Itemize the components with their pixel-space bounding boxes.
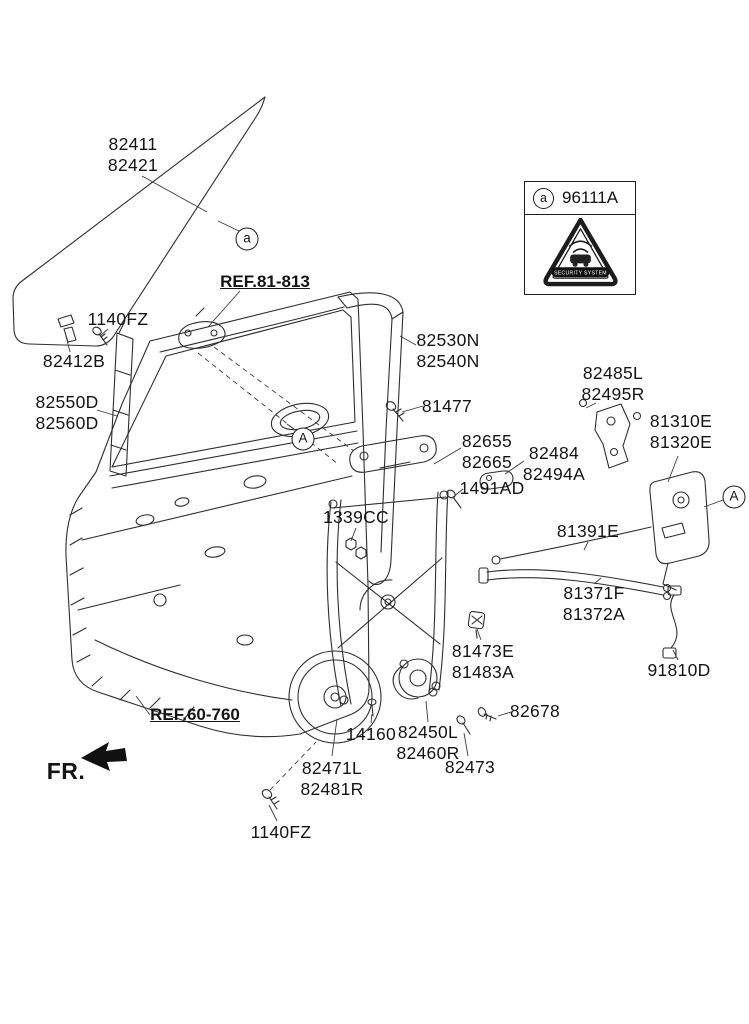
legend-part-number: 96111A xyxy=(562,188,619,207)
glass-run-drawing xyxy=(337,292,404,586)
part-label-door-glass: 82411 82421 xyxy=(107,134,159,176)
door-panel-drawing xyxy=(65,291,382,744)
latch-bracket-drawing xyxy=(578,398,642,469)
part-label-bolt-1491ad: 1491AD xyxy=(459,478,525,498)
fr-arrow-icon xyxy=(81,742,127,771)
part-label-bolt-14160: 14160 xyxy=(345,724,397,744)
part-label-outside-handle: 82484 82494A xyxy=(522,443,586,485)
part-label-screw-82678: 82678 xyxy=(509,701,561,721)
part-label-handle-base: 82655 82665 xyxy=(461,431,513,473)
door-wiring-drawing xyxy=(662,585,682,659)
part-label-latch-bracket: 82485L 82495R xyxy=(581,363,645,405)
window-regulator-drawing xyxy=(326,490,449,707)
bolt-1491ad-drawing xyxy=(446,489,462,509)
cable-clip-drawing xyxy=(467,610,486,639)
part-label-door-wiring: 91810D xyxy=(647,660,711,680)
outside-handle-drawing xyxy=(178,307,226,349)
leader-lines xyxy=(65,175,724,822)
part-label-screw-82473: 82473 xyxy=(444,757,496,777)
part-label-window-regulator: 82471L 82481R xyxy=(300,758,364,800)
bolt-14160-drawing xyxy=(367,698,377,717)
part-label-front-run-channel: 82550D 82560D xyxy=(35,392,99,434)
legend-box: a 96111A SECURITY SYSTEM xyxy=(524,181,636,295)
door-glass-drawing xyxy=(12,96,266,347)
screw-82473-drawing xyxy=(456,715,471,735)
legend-header: a 96111A xyxy=(525,182,635,215)
nut-1339cc-drawing xyxy=(345,537,367,560)
part-label-regulator-motor: 82450L 82460R xyxy=(396,722,460,764)
glass-clip-drawing xyxy=(57,314,77,343)
ref-label-60-760: REF.60-760 xyxy=(150,705,240,724)
security-system-icon-text: SECURITY SYSTEM xyxy=(554,271,607,277)
handle-cables-drawing xyxy=(478,567,672,601)
legend-body: SECURITY SYSTEM xyxy=(525,215,635,289)
part-label-nut-1339cc: 1339CC xyxy=(322,507,390,527)
security-system-icon: SECURITY SYSTEM xyxy=(542,217,618,287)
legend-marker: a xyxy=(533,187,554,209)
part-label-cable-clip: 81473E 81483A xyxy=(451,641,515,683)
part-label-glass-clip: 82412B xyxy=(42,351,106,371)
part-label-handle-cables: 81371F 81372A xyxy=(562,583,626,625)
marker-A-latch: A xyxy=(722,485,746,509)
fr-direction-label: FR. xyxy=(46,758,86,784)
marker-a-glass: a xyxy=(235,227,259,251)
part-label-door-latch: 81310E 81320E xyxy=(649,411,713,453)
lock-cable-drawing xyxy=(491,526,652,565)
outside-handle-pad-drawing xyxy=(479,470,514,490)
screw-81477-drawing xyxy=(385,401,405,422)
part-label-screw-81477: 81477 xyxy=(421,396,473,416)
part-label-screw-bottom: 1140FZ xyxy=(250,822,312,842)
handle-base-drawing xyxy=(349,435,437,473)
regulator-motor-drawing xyxy=(392,658,438,700)
ref-label-81-813: REF.81-813 xyxy=(220,272,310,291)
marker-A-door-handle: A xyxy=(291,427,315,451)
door-latch-drawing xyxy=(649,471,710,591)
screw-bottom-drawing xyxy=(261,789,280,810)
screw-82678-drawing xyxy=(477,707,497,722)
part-label-screw-top: 1140FZ xyxy=(87,309,149,329)
front-run-channel-drawing xyxy=(109,322,134,477)
part-label-lock-cable: 81391E xyxy=(556,521,620,541)
part-label-glass-run: 82530N 82540N xyxy=(416,330,480,372)
